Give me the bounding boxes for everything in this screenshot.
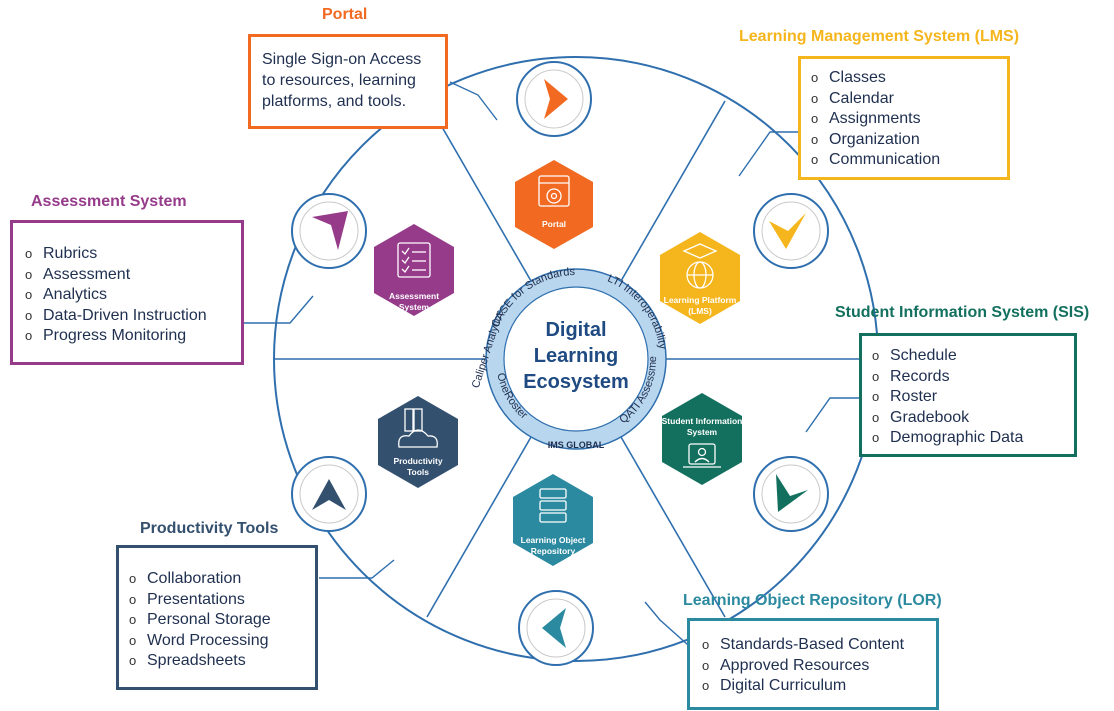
- svg-text:Learning Object: Learning Object: [521, 535, 586, 545]
- list-item: Personal Storage: [129, 610, 307, 631]
- portal-hex[interactable]: Portal: [515, 160, 593, 249]
- center-circle: [503, 286, 649, 432]
- portal-panel: Single Sign-on Access to resources, lear…: [248, 34, 448, 129]
- portal-title: Portal: [322, 6, 368, 23]
- sis-hex[interactable]: Student Information System: [662, 393, 743, 485]
- svg-text:Learning Platform: Learning Platform: [664, 295, 737, 305]
- svg-text:Repository: Repository: [531, 546, 576, 556]
- portal-line: to resources, learning: [262, 72, 416, 89]
- assessment-chevron-icon[interactable]: [291, 193, 367, 269]
- list-item: Standards-Based Content: [702, 635, 928, 656]
- list-item: Spreadsheets: [129, 651, 307, 672]
- checklist-icon: [397, 242, 431, 278]
- assessment-hex[interactable]: Assessment System: [374, 224, 454, 316]
- sis-panel: Schedule Records Roster Gradebook Demogr…: [859, 333, 1077, 457]
- productivity-chevron-icon[interactable]: [291, 456, 367, 532]
- svg-text:System: System: [687, 427, 718, 437]
- list-item: Calendar: [811, 89, 999, 110]
- portal-icon: [538, 175, 570, 207]
- lor-chevron-icon[interactable]: [518, 590, 594, 666]
- list-item: Collaboration: [129, 569, 307, 590]
- list-item: Progress Monitoring: [25, 326, 233, 347]
- server-stack-icon: [539, 488, 567, 523]
- cloud-storage-icon: [398, 408, 438, 448]
- svg-text:Assessment: Assessment: [389, 291, 439, 301]
- productivity-panel: Collaboration Presentations Personal Sto…: [116, 545, 318, 690]
- connectors: [244, 81, 860, 646]
- productivity-title: Productivity Tools: [140, 520, 279, 537]
- graduation-globe-icon: [682, 243, 718, 289]
- svg-text:Student Information: Student Information: [662, 416, 743, 426]
- list-item: Data-Driven Instruction: [25, 306, 233, 327]
- lor-title: Learning Object Repository (LOR): [683, 592, 942, 609]
- sis-chevron-icon[interactable]: [753, 456, 829, 532]
- svg-text:Tools: Tools: [407, 467, 429, 477]
- list-item: Records: [872, 367, 1066, 388]
- portal-line: Single Sign-on Access: [262, 51, 422, 68]
- list-item: Schedule: [872, 346, 1066, 367]
- lms-hex[interactable]: Learning Platform (LMS): [660, 232, 740, 324]
- list-item: Digital Curriculum: [702, 676, 928, 697]
- center-title-line3: Ecosystem: [523, 371, 629, 393]
- svg-text:System: System: [399, 302, 430, 312]
- list-item: Gradebook: [872, 408, 1066, 429]
- list-item: Assignments: [811, 109, 999, 130]
- lor-hex[interactable]: Learning Object Repository: [513, 474, 593, 566]
- lms-title: Learning Management System (LMS): [739, 28, 1020, 45]
- list-item: Classes: [811, 68, 999, 89]
- svg-text:Portal: Portal: [542, 219, 566, 229]
- sis-title: Student Information System (SIS): [835, 304, 1090, 321]
- ims-global-logo: IMS GLOBAL: [548, 440, 605, 450]
- svg-text:Productivity: Productivity: [393, 456, 442, 466]
- productivity-hex[interactable]: Productivity Tools: [378, 396, 458, 488]
- list-item: Rubrics: [25, 244, 233, 265]
- list-item: Presentations: [129, 590, 307, 611]
- list-item: Communication: [811, 150, 999, 171]
- portal-line: platforms, and tools.: [262, 93, 407, 110]
- spokes: [274, 100, 878, 618]
- assessment-title: Assessment System: [31, 193, 187, 210]
- assessment-panel: Rubrics Assessment Analytics Data-Driven…: [10, 220, 244, 365]
- lms-chevron-icon[interactable]: [753, 193, 829, 269]
- list-item: Analytics: [25, 285, 233, 306]
- portal-chevron-icon[interactable]: [516, 61, 592, 137]
- center-title-line2: Learning: [534, 345, 618, 367]
- list-item: Organization: [811, 130, 999, 151]
- list-item: Roster: [872, 387, 1066, 408]
- list-item: Demographic Data: [872, 428, 1066, 449]
- svg-text:(LMS): (LMS): [688, 306, 712, 316]
- center-title-line1: Digital: [545, 319, 606, 341]
- list-item: Assessment: [25, 265, 233, 286]
- list-item: Word Processing: [129, 631, 307, 652]
- student-monitor-icon: [683, 443, 721, 468]
- list-item: Approved Resources: [702, 656, 928, 677]
- lms-panel: Classes Calendar Assignments Organizatio…: [798, 56, 1010, 180]
- lor-panel: Standards-Based Content Approved Resourc…: [687, 618, 939, 710]
